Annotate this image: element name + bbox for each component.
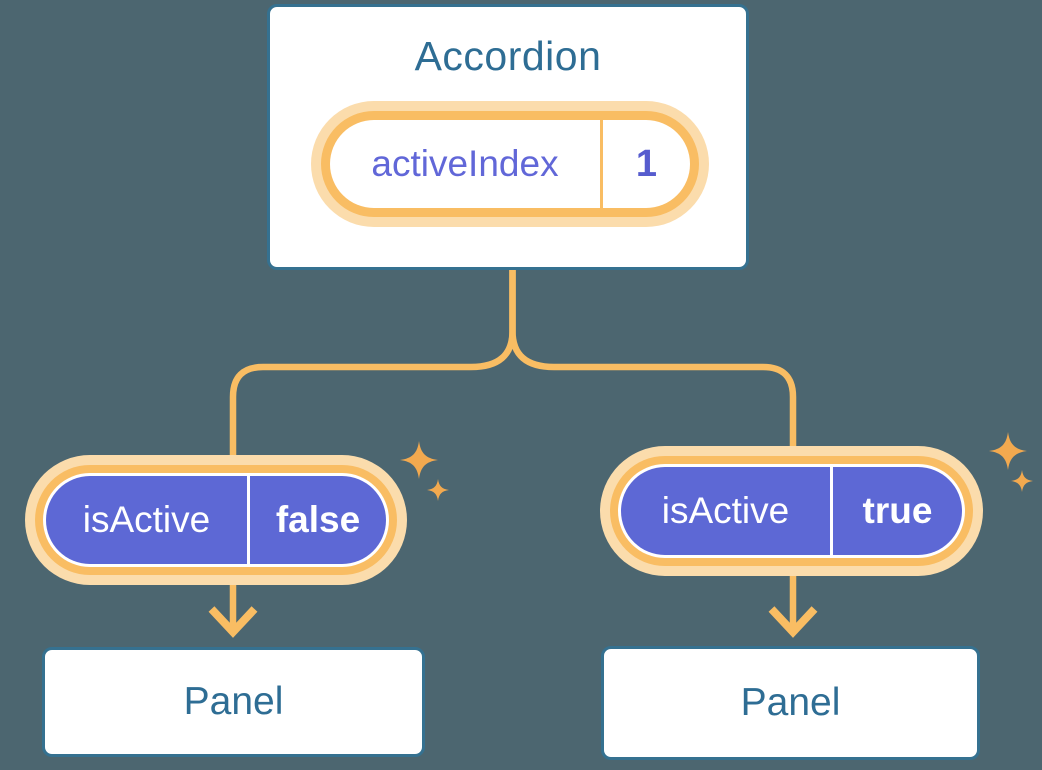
sparkle-icon <box>400 441 438 479</box>
connector-accordion-to-left <box>229 267 516 468</box>
pill-divider <box>247 476 250 564</box>
sparkle-icon <box>989 432 1027 470</box>
prop-pill-is-active-true: isActive true <box>621 467 962 555</box>
pill-divider <box>830 467 833 555</box>
sparkle-icon <box>1011 470 1033 492</box>
accordion-component-card: Accordion activeIndex 1 <box>267 4 749 270</box>
prop-pill-value: true <box>862 490 933 531</box>
state-pill-value: 1 <box>635 142 658 185</box>
state-pill-label: activeIndex <box>371 143 559 184</box>
panel-component-card: Panel <box>42 647 425 757</box>
arrow-down-icon <box>208 606 258 638</box>
panel-title: Panel <box>740 681 841 724</box>
arrow-down-icon <box>768 606 818 638</box>
accordion-title: Accordion <box>414 33 602 79</box>
pill-divider <box>600 120 603 208</box>
prop-pill-label: isActive <box>661 490 790 531</box>
prop-pill-is-active-false: isActive false <box>46 476 386 564</box>
connector-accordion-to-right <box>509 267 797 460</box>
state-pill-active-index: activeIndex 1 <box>330 120 690 208</box>
prop-pill-value: false <box>275 499 361 540</box>
prop-pill-label: isActive <box>82 499 211 540</box>
panel-component-card: Panel <box>601 646 980 760</box>
panel-title: Panel <box>183 680 284 723</box>
sparkle-icon <box>427 479 449 501</box>
